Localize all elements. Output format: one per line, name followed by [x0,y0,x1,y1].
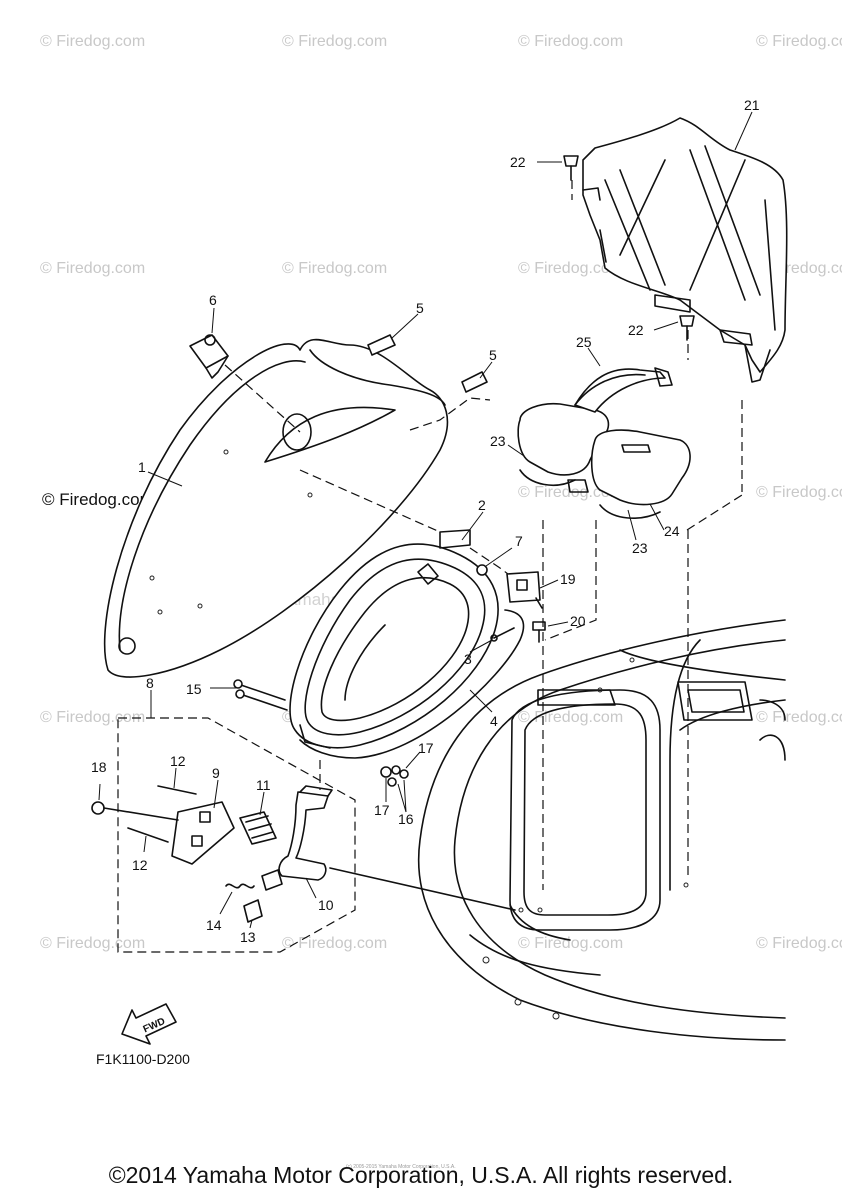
part-label-2: 2 [478,497,486,513]
part-label-17a: 17 [418,740,434,756]
watermark: © Firedog.com [756,33,842,50]
watermark: © Firedog.com [40,33,145,50]
part-label-7: 7 [515,533,523,549]
part-label-22b: 22 [628,322,644,338]
seal [299,609,525,759]
reference-lines [224,180,743,911]
inner-cover [582,117,788,383]
part-label-23a: 23 [490,433,506,449]
part-label-21: 21 [744,97,760,113]
fwd-arrow: FWD [121,1003,177,1045]
part-label-19: 19 [560,571,576,587]
part-label-4: 4 [490,713,498,729]
part-labels: 1 2 3 4 5 5 6 7 8 9 10 11 12 12 13 14 15… [91,97,760,945]
storage-tube [517,367,691,519]
hull-deck [417,619,786,1041]
part-label-14: 14 [206,917,222,933]
part-label-24: 24 [664,523,680,539]
part-label-11: 11 [256,777,271,793]
part-label-25: 25 [576,334,592,350]
switch [189,334,229,379]
watermark: © Firedog.com [518,260,623,277]
part-label-5b: 5 [489,347,497,363]
watermark-dark: © Firedog.com [42,490,154,509]
watermark: © Firedog.com [40,709,145,726]
watermark: © Firedog.com [282,33,387,50]
part-label-3: 3 [464,651,472,667]
part-label-8: 8 [146,675,154,691]
part-label-12a: 12 [170,753,186,769]
watermark: © Firedog.com [518,33,623,50]
watermark: © Firedog.com [40,935,145,952]
part-label-9: 9 [212,765,220,781]
part-label-16: 16 [398,811,414,827]
watermark: © Firedog.com [756,709,842,726]
bolts [233,679,288,711]
part-label-6: 6 [209,292,217,308]
diagram-code: F1K1100-D200 [96,1051,190,1067]
storage-tray [289,529,499,749]
part-label-22a: 22 [510,154,526,170]
part-label-1: 1 [138,459,146,475]
part-label-17b: 17 [374,802,390,818]
watermark: © Firedog.com [518,709,623,726]
fine-print: (c) 2005-2015 Yamaha Motor Corporation, … [346,1164,456,1170]
watermark: © Firedog.com [282,260,387,277]
part-label-23b: 23 [632,540,648,556]
latch-assembly [91,717,356,953]
part-label-13: 13 [240,929,256,945]
fasteners [380,564,515,787]
part-label-10: 10 [318,897,334,913]
watermark: © Firedog.com [282,935,387,952]
part-label-15: 15 [186,681,202,697]
watermark: © Firedog.com [40,260,145,277]
part-label-5a: 5 [416,300,424,316]
part-label-12b: 12 [132,857,148,873]
watermark: © Firedog.com [518,935,623,952]
leader-lines [98,111,753,929]
bracket-and-bolt [506,571,546,643]
screws [563,155,695,341]
front-cover [103,338,449,678]
watermark: © Firedog.com [756,935,842,952]
watermark: © Firedog.com [756,484,842,501]
part-label-20: 20 [570,613,586,629]
copyright-notice: ©2014 Yamaha Motor Corporation, U.S.A. A… [108,1162,734,1188]
part-label-18: 18 [91,759,107,775]
